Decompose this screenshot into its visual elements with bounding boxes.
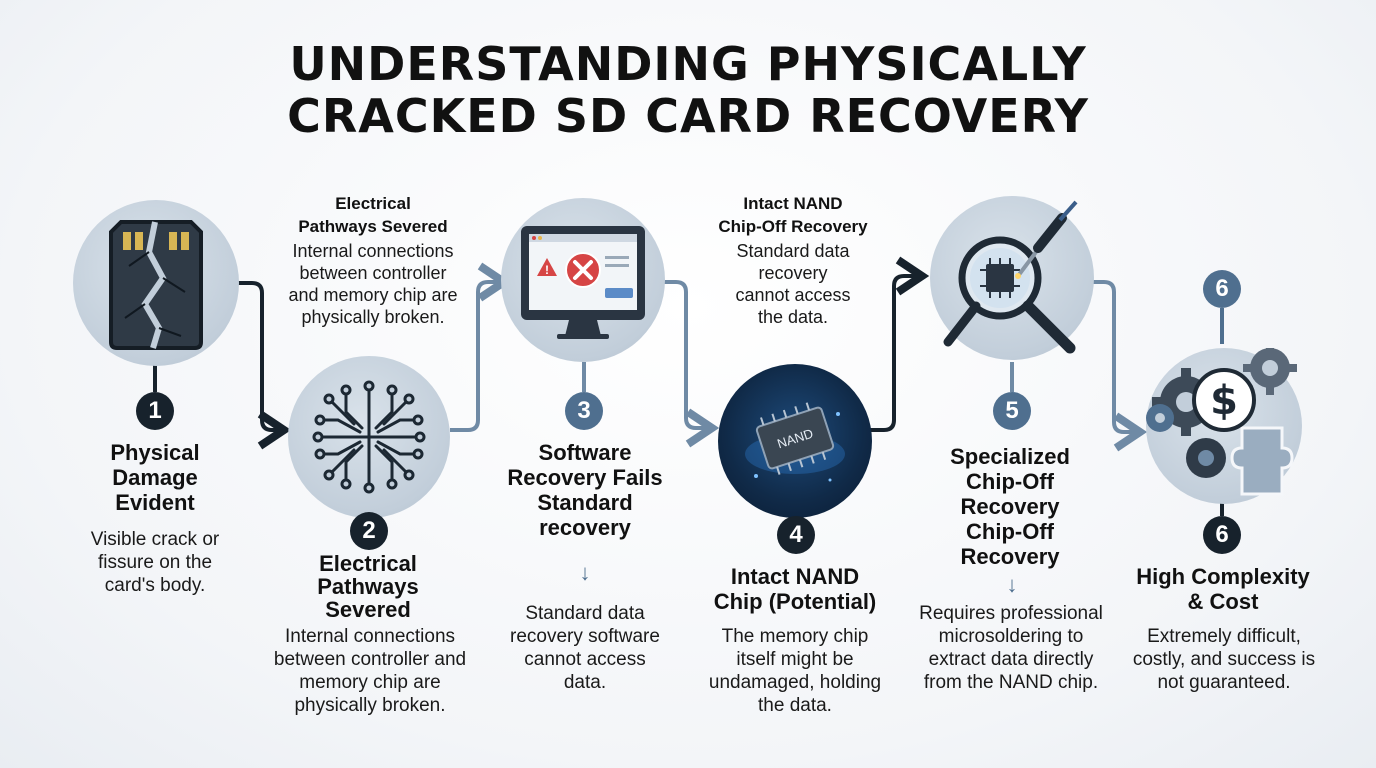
step-5-down-arrow-icon: ↓ [1006,572,1018,597]
step-6-heading: High Complexity & Cost [1136,564,1310,614]
step-4-badge: 4 [777,516,815,554]
step-2-circle [288,356,450,518]
step-1-heading: Physical Damage Evident [110,440,200,515]
step-6-badge: 6 [1203,516,1241,554]
step-6-description: Extremely difficult, costly, and success… [1132,626,1316,693]
step-5-circle [930,196,1094,360]
step-3-heading: Software Recovery Fails Standard recover… [507,440,663,540]
step-3-circle: ! [501,198,665,362]
connector-3-4 [664,280,720,448]
step-2-description: Internal connections between controller … [273,626,467,716]
svg-text:!: ! [545,263,549,277]
step-2-badge: 2 [350,512,388,550]
magnifier-soldering-icon [943,200,1078,354]
step-3-badge: 3 [565,392,603,430]
nand-chip-icon: NAND [745,402,845,482]
gears-dollar-icon: $ [1146,348,1297,496]
computer-error-icon: ! [521,226,645,339]
cracked-sd-card-icon [109,220,203,350]
step-3-down-arrow-icon: ↓ [579,560,591,585]
step-5-badge: 5 [993,392,1031,430]
connector-4-5 [870,256,930,432]
step-1-badge: 1 [136,392,174,430]
step-4-circle: NAND [718,364,872,518]
connector-5-6 [1092,280,1148,452]
svg-text:$: $ [1210,378,1238,424]
page-title: UNDERSTANDING PHYSICALLY CRACKED SD CARD… [0,38,1376,142]
title-line-1: UNDERSTANDING PHYSICALLY [289,37,1087,91]
step-6-circle: $ [1146,348,1302,504]
step-4-callout-heading: Intact NAND Chip-Off Recovery [718,194,868,236]
step-4-heading: Intact NAND Chip (Potential) [713,564,877,614]
step-2-callout-heading: Electrical Pathways Severed [298,194,448,236]
step-6-top-badge: 6 [1203,270,1241,308]
circuit-pathways-icon [312,380,426,494]
step-5-heading: Specialized Chip-Off Recovery Chip-Off R… [950,444,1070,569]
connector-2-3 [450,262,512,432]
connector-1-2 [238,281,292,450]
step-1-description: Visible crack or fissure on the card's b… [90,529,220,596]
step-5-description: Requires professional microsoldering to … [919,603,1103,693]
step-4-callout-description: Standard data recovery cannot access the… [735,241,851,327]
step-4-description: The memory chip itself might be undamage… [708,626,882,716]
step-2-callout-description: Internal connections between controller … [288,241,458,327]
step-2-heading: Electrical Pathways Severed [317,551,419,622]
title-line-2: CRACKED SD CARD RECOVERY [287,89,1089,143]
step-1-circle [73,200,239,366]
step-3-description: Standard data recovery software cannot a… [510,603,660,693]
